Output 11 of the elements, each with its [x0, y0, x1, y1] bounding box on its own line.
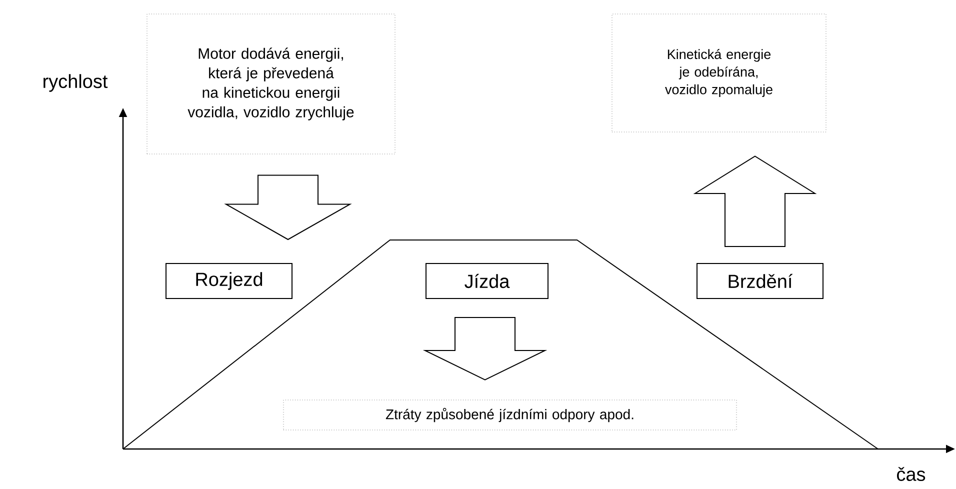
text-box: Motor dodává energii, která je převedená na kinetickou energii vozidla, vozidlo zrychluje — [146, 14, 396, 154]
axis-label: rychlost — [44, 74, 108, 92]
text-box: Kinetická energie je odebírána, vozidlo zpomaluje — [612, 14, 826, 132]
axis-label: čas — [897, 466, 926, 481]
text-box: Ztráty způsobené jízdními odpory apod. — [283, 400, 737, 430]
block-arrow — [224, 174, 352, 240]
phase-box: Brzdění — [696, 263, 824, 299]
phase-box: Jízda — [426, 263, 548, 299]
block-arrow — [693, 156, 817, 247]
phase-box: Rozjezd — [166, 263, 292, 299]
block-arrow — [422, 317, 548, 380]
